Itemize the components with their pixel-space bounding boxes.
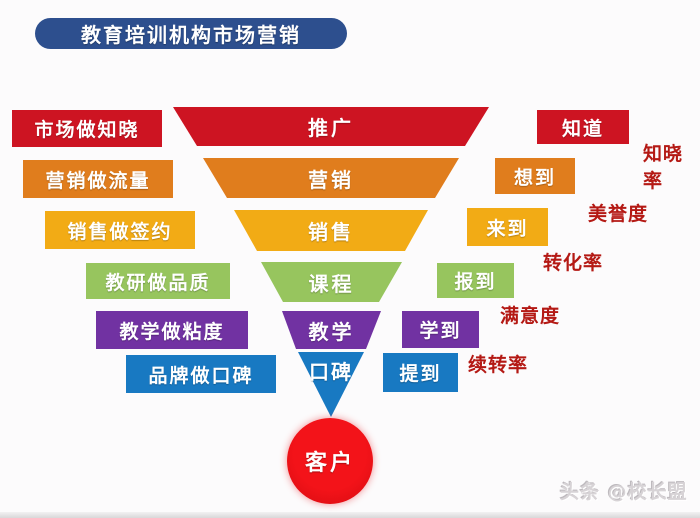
left-box-teaching-stickiness: 教学做粘度 <box>96 311 248 349</box>
left-box-sales-signing: 销售做签约 <box>45 211 195 249</box>
rate-renewal: 续转率 <box>468 354 529 376</box>
right-box-enroll: 报到 <box>437 263 514 298</box>
rate-reputation: 美誉度 <box>588 203 649 225</box>
funnel-layer-sales: 销售 <box>234 210 428 251</box>
funnel-layer-courses: 课程 <box>261 262 402 302</box>
right-box-know: 知道 <box>537 110 629 144</box>
right-box-think-of: 想到 <box>495 158 575 194</box>
left-box-market-awareness: 市场做知晓 <box>12 110 162 147</box>
funnel-layer-marketing: 营销 <box>203 158 459 198</box>
watermark: 头条 @校长盟 <box>560 481 688 503</box>
right-box-come: 来到 <box>467 208 548 246</box>
customer-circle: 客户 <box>287 418 373 504</box>
right-box-learn: 学到 <box>402 311 479 348</box>
right-box-mention: 提到 <box>383 353 458 392</box>
funnel-layer-teaching: 教学 <box>282 311 381 349</box>
rate-awareness: 知晓率 <box>643 143 684 192</box>
left-box-research-quality: 教研做品质 <box>86 263 230 299</box>
funnel-layer-wordofmouth-label: 口碑 <box>309 360 353 384</box>
rate-satisfaction: 满意度 <box>500 305 561 327</box>
rate-conversion: 转化率 <box>543 252 604 274</box>
left-box-brand-reputation: 品牌做口碑 <box>126 355 276 393</box>
page-title: 教育培训机构市场营销 <box>35 18 347 49</box>
bottom-edge-shade <box>0 512 700 518</box>
left-box-marketing-traffic: 营销做流量 <box>23 160 173 198</box>
funnel-layer-promotion: 推广 <box>173 107 489 146</box>
